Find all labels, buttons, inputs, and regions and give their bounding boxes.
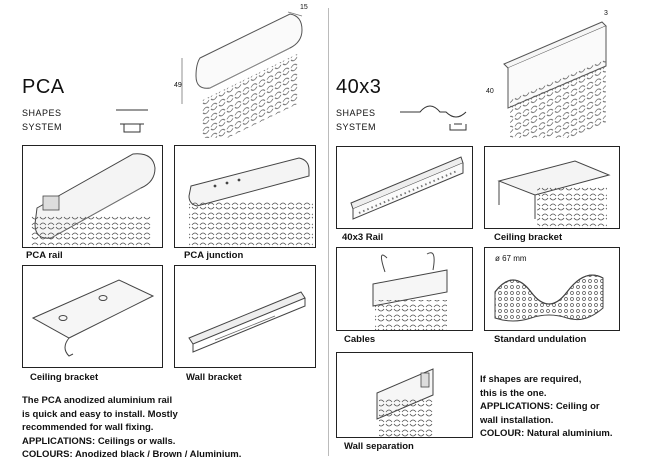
pca-ceiling-bracket-drawing <box>31 279 155 357</box>
40x3-dim-height: 40 <box>486 88 494 95</box>
pca-description: The PCA anodized aluminium rail is quick… <box>22 394 241 462</box>
undulation-drawing <box>494 274 604 322</box>
caption-40x3-rail: 40x3 Rail <box>342 232 384 243</box>
pca-junction-box <box>174 145 316 248</box>
pca-ceiling-bracket-box <box>22 265 163 368</box>
40x3-shapes-label: SHAPES <box>336 108 376 118</box>
40x3-rail-illustration <box>503 21 607 138</box>
40x3-shape-symbols <box>400 105 467 131</box>
pca-rail-drawing <box>31 153 156 247</box>
column-divider <box>328 8 329 456</box>
caption-cables: Cables <box>344 334 376 345</box>
pca-shapes-label: SHAPES <box>22 108 62 118</box>
40x3-desc-line: APPLICATIONS: Ceiling or <box>480 401 600 412</box>
pca-title: PCA <box>22 76 65 98</box>
caption-pca-junction: PCA junction <box>184 250 244 261</box>
pca-system-label: SYSTEM <box>22 122 63 132</box>
cables-box <box>336 247 473 331</box>
cables-drawing <box>372 252 448 330</box>
40x3-description: If shapes are required, this is the one.… <box>480 373 612 441</box>
caption-wall-bracket: Wall bracket <box>186 372 242 383</box>
pca-desc-line: The PCA anodized aluminium rail <box>22 395 173 406</box>
caption-standard-undulation: Standard undulation <box>494 334 587 345</box>
caption-pca-rail: PCA rail <box>26 250 63 261</box>
wall-bracket-box <box>174 265 316 368</box>
40x3-rail-drawing <box>350 156 464 220</box>
wall-separation-drawing <box>376 368 434 437</box>
40x3-ceiling-bracket-box <box>484 146 620 229</box>
40x3-system-label: SYSTEM <box>336 122 377 132</box>
pca-shape-symbols <box>116 109 148 133</box>
pca-desc-line: APPLICATIONS: Ceilings or walls. <box>22 435 176 447</box>
40x3-ceiling-bracket-drawing <box>497 160 611 228</box>
pca-dim-width: 15 <box>300 4 308 11</box>
caption-40x3-ceiling-bracket: Ceiling bracket <box>494 232 563 243</box>
40x3-desc-line: wall installation. <box>480 414 554 426</box>
40x3-desc-line: this is the one. <box>480 387 547 399</box>
undulation-diameter-note: ø 67 mm <box>495 254 527 263</box>
system-40x3-title: 40x3 <box>336 76 382 98</box>
40x3-rail-box <box>336 146 473 229</box>
pca-desc-line: recommended for wall fixing. <box>22 422 154 433</box>
pca-desc-line: is quick and easy to install. Mostly <box>22 408 178 420</box>
caption-pca-ceiling-bracket: Ceiling bracket <box>30 372 99 383</box>
40x3-desc-line: COLOUR: Natural aluminium. <box>480 428 613 439</box>
pca-desc-line: COLOURS: Anodized black / Brown / Alumin… <box>22 449 242 460</box>
wall-bracket-drawing <box>188 291 306 353</box>
40x3-desc-line: If shapes are required, <box>480 374 582 385</box>
undulation-box: ø 67 mm <box>484 247 620 331</box>
caption-wall-separation: Wall separation <box>344 441 414 452</box>
pca-rail-box <box>22 145 163 248</box>
pca-rail-illustration <box>181 11 303 138</box>
wall-separation-box <box>336 352 473 438</box>
40x3-dim-width: 3 <box>604 10 608 17</box>
pca-dim-height: 49 <box>174 82 182 89</box>
pca-junction-drawing <box>188 157 313 247</box>
